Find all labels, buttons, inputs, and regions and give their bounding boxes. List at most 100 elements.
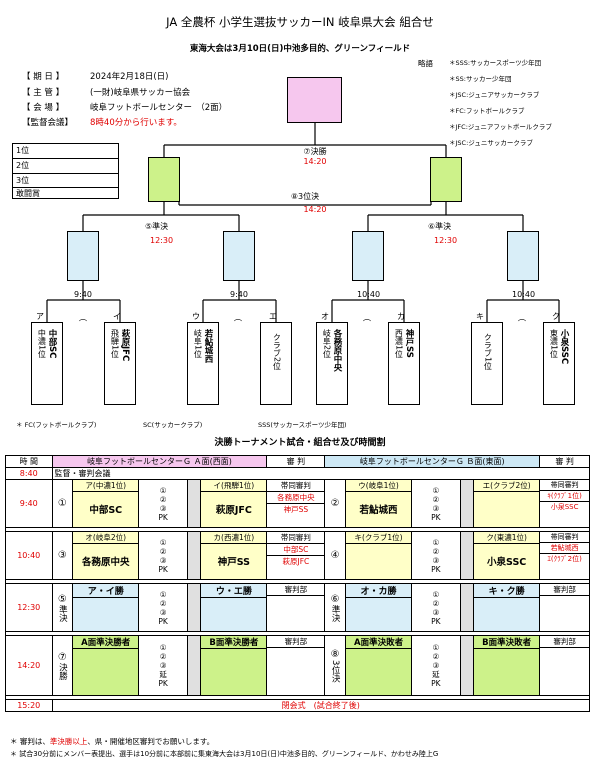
referee-cell: 審判部 bbox=[539, 635, 590, 696]
team-rank: オ(岐阜2位) bbox=[73, 532, 139, 544]
pair-mark: ⌒ bbox=[363, 319, 371, 328]
referee: 中部SC bbox=[267, 544, 325, 556]
final-time: 14:20 bbox=[303, 157, 327, 166]
referee: 審判部 bbox=[267, 584, 325, 596]
r1-time-4: 10:40 bbox=[512, 290, 536, 299]
semi5-label: ⑤準決 bbox=[145, 222, 169, 231]
team-cell: イ(飛騨1位) 萩原JFC bbox=[200, 479, 268, 528]
team-rank: イ(飛騨1位) bbox=[201, 480, 267, 492]
team-name: 神戸SS bbox=[217, 557, 250, 568]
note-fc: ＊ FC(フットボールクラブ) bbox=[16, 421, 97, 429]
team-cell: ウ(岐阜1位) 若鮎城西 bbox=[344, 479, 413, 528]
team-rank: 岐阜2位 bbox=[322, 329, 332, 359]
third-place-label: ⑧3位決 bbox=[290, 192, 320, 201]
team-rank: ア(中濃1位) bbox=[73, 480, 139, 492]
team-name: 萩原JFC bbox=[120, 329, 130, 362]
mark: ① bbox=[432, 643, 440, 652]
score-marks: ① ② ③ PK bbox=[411, 479, 461, 528]
team-box-o: 各務原中央 岐阜2位 bbox=[316, 322, 348, 405]
row-time: 14:20 bbox=[5, 635, 53, 696]
team-name: B面準決勝者 bbox=[201, 636, 267, 649]
referee-cell: 審判部 bbox=[539, 583, 590, 632]
team-box-ku: 小泉SSC 東濃1位 bbox=[543, 322, 575, 405]
divider-cell bbox=[186, 479, 202, 528]
match-type: 3位決 bbox=[330, 659, 341, 683]
date-value: 2024年2月18日(日) bbox=[90, 72, 169, 82]
mark: PK bbox=[158, 564, 168, 574]
slot-letter: オ bbox=[321, 312, 329, 321]
team-box-ki: クラブ1位 bbox=[471, 322, 503, 405]
slot-letter: ア bbox=[36, 312, 44, 321]
referee: 小泉SSC bbox=[550, 503, 579, 511]
mark: ② bbox=[159, 652, 167, 661]
match-number: ① bbox=[51, 479, 74, 528]
semi6-label: ⑥準決 bbox=[428, 222, 452, 231]
match-type: 決勝 bbox=[57, 662, 68, 680]
match-type: 準決 bbox=[57, 604, 68, 622]
score-marks: ① ② ③ 延 PK bbox=[411, 635, 461, 696]
referee-cell: 審判部 bbox=[266, 635, 326, 696]
abbr-label: 略語 bbox=[418, 59, 433, 68]
match-number: ④ bbox=[324, 531, 346, 580]
champion-box bbox=[287, 77, 342, 123]
subtitle: 東海大会は3月10日(日)中池多目的、グリーンフィールド bbox=[189, 44, 411, 54]
meeting-value: 8時40分から行います。 bbox=[90, 118, 182, 128]
third-place-time: 14:20 bbox=[303, 205, 327, 214]
schedule-table: 時 間 岐阜フットボールセンターＧ Ａ面(西面) 審 判 岐阜フットボールセンタ… bbox=[5, 455, 590, 712]
mark: PK bbox=[158, 512, 168, 522]
rank-fighting-spirit: 敢闘賞 bbox=[16, 189, 40, 198]
team-box-u: 若鮎城西 岐阜1位 bbox=[187, 322, 219, 405]
team-cell: カ(西濃1位) 神戸SS bbox=[200, 531, 268, 580]
note-sss: SSS(サッカースポーツ少年団) bbox=[258, 421, 347, 429]
mark: 延 bbox=[159, 670, 167, 679]
mark: 延 bbox=[432, 670, 440, 679]
legend-item: ＊JSC:ジュニサッカークラブ bbox=[449, 139, 533, 147]
slot-letter: イ bbox=[113, 312, 121, 321]
referee: 各務原中央 bbox=[267, 492, 325, 504]
mark: ① bbox=[159, 485, 167, 495]
team-cell: A面準決勝者 bbox=[72, 635, 140, 696]
match-num: ⑤ bbox=[57, 593, 67, 605]
mark: ① bbox=[432, 537, 440, 547]
referee: 審判部 bbox=[540, 636, 589, 648]
team-name: A面準決勝者 bbox=[73, 636, 139, 649]
host-label: 【 主 管 】 bbox=[22, 88, 65, 98]
team-cell: B面準決敗者 bbox=[473, 635, 541, 696]
team-name: 萩原JFC bbox=[215, 505, 252, 516]
legend-item: ＊JSC:ジュニアサッカークラブ bbox=[449, 91, 540, 99]
meeting-text: 監督・審判会議 bbox=[51, 467, 590, 480]
match-number: ⑧ 3位決 bbox=[324, 635, 346, 696]
score-marks: ① ② ③ PK bbox=[138, 583, 188, 632]
mark: ① bbox=[432, 485, 440, 495]
team-cell: エ(クラブ2位) bbox=[473, 479, 541, 528]
rank-3: 3位 bbox=[13, 174, 118, 188]
semi5-time: 12:30 bbox=[150, 236, 174, 245]
team-name: キ・ク勝 bbox=[474, 584, 540, 598]
team-rank: 飛騨1位 bbox=[110, 329, 120, 359]
schedule-row: 14:20 ⑦ 決勝 A面準決勝者 ① ② ③ 延 PK B面準決勝者 審判部 … bbox=[5, 635, 590, 696]
mark: ③ bbox=[159, 661, 167, 670]
referee: 帯同審判 bbox=[267, 480, 325, 492]
team-name bbox=[474, 492, 539, 502]
team-name: 神戸SS bbox=[404, 329, 414, 358]
mark: PK bbox=[158, 679, 168, 688]
team-cell: ア・イ勝 bbox=[72, 583, 140, 632]
team-rank: 岐阜1位 bbox=[193, 329, 203, 359]
team-name: オ・カ勝 bbox=[345, 584, 412, 598]
slot-letter: キ bbox=[476, 312, 484, 321]
mark: ③ bbox=[432, 661, 440, 670]
match-num: ⑧ bbox=[330, 648, 340, 660]
finalist-box-left bbox=[148, 157, 180, 202]
referee: 帯同審判 bbox=[540, 532, 589, 543]
mark: PK bbox=[431, 564, 441, 574]
team-rank: キ(クラブ1位) bbox=[345, 532, 412, 544]
mark: ① bbox=[159, 537, 167, 547]
mark: ③ bbox=[159, 555, 167, 565]
divider-cell bbox=[186, 583, 202, 632]
final-label: ⑦決勝 bbox=[303, 147, 327, 156]
date-label: 【 期 日 】 bbox=[22, 72, 65, 82]
referee: ｴ(ｸﾗﾌﾞ2位) bbox=[547, 555, 582, 563]
referee: 若鮎城西 bbox=[540, 543, 589, 554]
slot-letter: エ bbox=[269, 312, 277, 321]
row-time: 9:40 bbox=[5, 479, 53, 528]
